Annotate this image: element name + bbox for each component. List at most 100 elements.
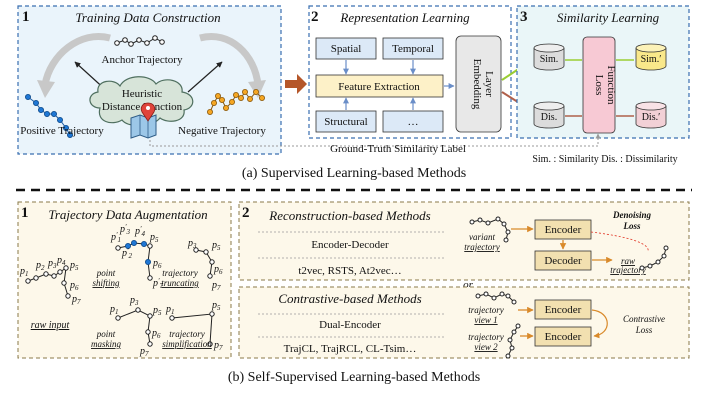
point-shifting-trajectory: p′1 p′3 p′4 p5 p′2 p6 p′7 (110, 223, 164, 290)
curved-arrow-right (199, 33, 262, 86)
svg-text:p1: p1 (19, 266, 29, 278)
heuristic-label-1: Heuristic (122, 88, 162, 100)
spatial-label: Spatial (331, 43, 362, 55)
dis-prime-label: Dis.′ (642, 112, 661, 123)
ground-truth-connector (149, 133, 601, 147)
svg-text:p4: p4 (56, 255, 66, 267)
svg-text:p3: p3 (129, 295, 139, 307)
spatial-box (315, 37, 377, 60)
trajectory-augmentation-panel: 1 Trajectory Data Augmentation p1 p2 p3 … (17, 201, 232, 359)
training-data-construction-panel: 1 Training Data Construction Anchor Traj… (17, 5, 282, 155)
contrastive-examples: TrajCL, TrajRCL, CL-Tsim… (284, 343, 417, 355)
svg-text:p′7: p′7 (152, 277, 164, 290)
svg-text:p′1: p′1 (110, 231, 121, 244)
truncating-label-1: trajectory (162, 268, 198, 278)
embedding-label-2: Layer (483, 71, 495, 97)
raw-input-label: raw input (31, 320, 70, 331)
representation-learning-title: Representation Learning (339, 10, 470, 25)
svg-text:p′4: p′4 (134, 225, 146, 238)
dis-label: Dis. (541, 112, 557, 123)
encoder-box-view2 (534, 326, 592, 347)
dis-database-icon (533, 101, 565, 129)
embedding-layer-box (455, 35, 502, 133)
feature-extraction-label: Feature Extraction (338, 81, 420, 93)
trajectory-truncating-trajectory: p3 p5 p6 p7 (187, 238, 223, 292)
positive-trajectory-icon (24, 94, 74, 138)
view2-label-2: view 2 (474, 342, 498, 352)
variant-label-1: variant (469, 232, 495, 242)
raw-trajectory-icon (639, 245, 669, 271)
legend-text: Sim. : Similarity Dis. : Dissimilarity (532, 154, 677, 165)
denoising-loss-connector (590, 231, 649, 253)
point-shifting-label-1: point (96, 268, 116, 278)
feature-extraction-box (315, 74, 444, 98)
section-number-2: 2 (311, 9, 319, 25)
reconstruction-title: Reconstruction-based Methods (268, 208, 430, 223)
svg-text:p1: p1 (109, 304, 119, 316)
negative-trajectory-label: Negative Trajectory (178, 125, 266, 137)
section-number-1: 1 (22, 9, 30, 25)
encoder-label-view1: Encoder (545, 304, 582, 316)
encoder-box-view1 (534, 299, 592, 320)
point-masking-label-1: point (96, 329, 116, 339)
encoder-label-view2: Encoder (545, 331, 582, 343)
svg-text:p7: p7 (211, 280, 221, 292)
raw-trajectory-label-1: raw (621, 256, 635, 266)
svg-text:p′3: p′3 (119, 223, 131, 236)
trajectory-view-2-icon (505, 323, 521, 359)
svg-text:p5: p5 (152, 305, 162, 317)
similarity-learning-title: Similarity Learning (557, 10, 660, 25)
raw-trajectory-label-2: trajectory (610, 265, 646, 275)
svg-text:p5: p5 (211, 300, 221, 312)
ellipsis-label: … (408, 116, 419, 128)
representation-learning-panel: 2 Representation Learning Spatial Tempor… (308, 5, 512, 139)
anchor-trajectory-label: Anchor Trajectory (102, 54, 183, 66)
svg-text:p1: p1 (165, 304, 175, 316)
truncating-label-2: truncating (161, 278, 199, 288)
denoising-label-1: Denoising (612, 210, 652, 220)
encoder-box-recon (534, 219, 592, 240)
loss-label-1: Loss (593, 75, 605, 96)
svg-text:p5: p5 (69, 260, 79, 272)
svg-text:p3: p3 (187, 238, 197, 250)
loss-label-2: Function (605, 65, 617, 105)
other-features-box (382, 110, 444, 133)
or-label: or (463, 279, 474, 291)
encoder-decoder-label: Encoder-Decoder (311, 239, 389, 251)
svg-text:p3: p3 (47, 258, 57, 270)
loss-function-box (582, 36, 616, 134)
svg-text:p7: p7 (139, 346, 149, 358)
section-number-3: 3 (520, 9, 528, 25)
augmentation-title: Trajectory Data Augmentation (48, 207, 207, 222)
caption-a: (a) Supervised Learning-based Methods (242, 166, 466, 181)
contrastive-title: Contrastive-based Methods (278, 291, 421, 306)
positive-trajectory-label: Positive Trajectory (20, 125, 104, 137)
contrastive-loss-label-2: Loss (635, 325, 653, 335)
decoder-box (534, 250, 592, 271)
svg-text:p7: p7 (213, 340, 223, 352)
point-masking-label-2: masking (91, 339, 121, 349)
view1-label-2: view 1 (474, 315, 497, 325)
svg-text:p7: p7 (71, 294, 81, 306)
ground-truth-label: Ground-Truth Similarity Label (330, 143, 466, 155)
svg-text:p′2: p′2 (121, 247, 133, 260)
sim-database-icon (533, 43, 565, 71)
encoder-label-recon: Encoder (545, 224, 582, 236)
negative-trajectory-icon (206, 89, 265, 116)
temporal-label: Temporal (392, 43, 434, 55)
svg-text:p5: p5 (149, 232, 159, 244)
contrastive-panel: Contrastive-based Methods Dual-Encoder T… (238, 286, 690, 359)
similarity-learning-panel: 3 Similarity Learning Sim. Dis. Loss Fun… (516, 5, 690, 139)
svg-text:p6: p6 (151, 328, 161, 340)
flow-arrow-1-2 (285, 74, 307, 94)
raw-input-trajectory: p1 p2 p3 p4 p5 p6 p7 (19, 255, 81, 306)
svg-text:p6: p6 (213, 264, 223, 276)
variant-label-2: trajectory (464, 242, 500, 252)
embedding-label-1: Embedding (471, 59, 483, 110)
contrastive-loss-label-1: Contrastive (623, 314, 665, 324)
svg-text:p6: p6 (69, 280, 79, 292)
point-shifting-label-2: shifting (92, 278, 120, 288)
simplification-label-2: simplification (162, 339, 212, 349)
dual-encoder-label: Dual-Encoder (319, 319, 381, 331)
